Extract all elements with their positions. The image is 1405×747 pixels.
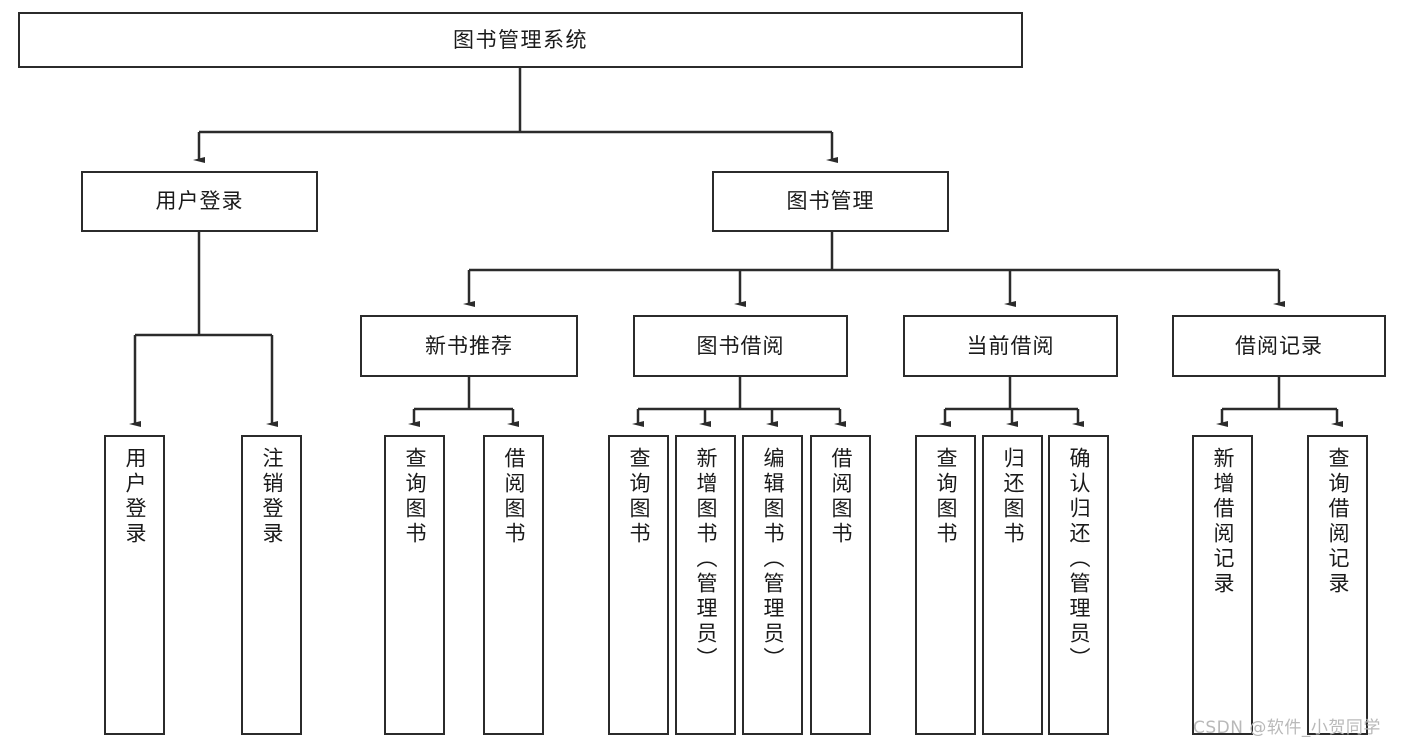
node-label: 图书管理系统: [453, 27, 588, 52]
node-label: 查询图书: [403, 447, 427, 547]
node-root-system[interactable]: 图书管理系统: [18, 12, 1023, 68]
leaf-current-confirm-return[interactable]: 确认归还（管理员）: [1048, 435, 1109, 735]
node-label: 用户登录: [155, 189, 244, 214]
node-label: 编辑图书（管理员）: [761, 447, 785, 672]
node-label: 新增图书（管理员）: [694, 447, 718, 672]
node-label: 新书推荐: [425, 333, 513, 358]
leaf-user-login-signin[interactable]: 用户登录: [104, 435, 165, 735]
node-label: 图书管理: [786, 189, 875, 214]
leaf-recommend-borrow-book[interactable]: 借阅图书: [483, 435, 544, 735]
leaf-current-return-book[interactable]: 归还图书: [982, 435, 1043, 735]
leaf-borrow-borrow-book[interactable]: 借阅图书: [810, 435, 871, 735]
node-label: 借阅记录: [1235, 333, 1323, 358]
node-current-borrow[interactable]: 当前借阅: [903, 315, 1118, 377]
node-label: 图书借阅: [696, 333, 785, 358]
leaf-record-query-record[interactable]: 查询借阅记录: [1307, 435, 1368, 735]
leaf-current-query-book[interactable]: 查询图书: [915, 435, 976, 735]
node-label: 查询图书: [627, 447, 651, 547]
node-user-login[interactable]: 用户登录: [81, 171, 318, 232]
node-label: 确认归还（管理员）: [1067, 447, 1091, 672]
node-label: 新增借阅记录: [1211, 447, 1235, 597]
node-label: 借阅图书: [502, 447, 526, 547]
leaf-user-login-signout[interactable]: 注销登录: [241, 435, 302, 735]
node-label: 查询图书: [934, 447, 958, 547]
node-label: 查询借阅记录: [1326, 447, 1350, 597]
node-label: 借阅图书: [829, 447, 853, 547]
leaf-recommend-query-book[interactable]: 查询图书: [384, 435, 445, 735]
node-borrow-record[interactable]: 借阅记录: [1172, 315, 1386, 377]
node-label: 归还图书: [1001, 447, 1025, 547]
node-label: 注销登录: [260, 447, 284, 547]
leaf-borrow-add-book[interactable]: 新增图书（管理员）: [675, 435, 736, 735]
node-new-book-recommend[interactable]: 新书推荐: [360, 315, 578, 377]
node-book-borrow[interactable]: 图书借阅: [633, 315, 848, 377]
node-label: 用户登录: [123, 447, 147, 547]
node-book-management[interactable]: 图书管理: [712, 171, 949, 232]
leaf-borrow-query-book[interactable]: 查询图书: [608, 435, 669, 735]
csdn-watermark: CSDN @软件_小贺同学: [1193, 718, 1381, 738]
node-label: 当前借阅: [966, 333, 1055, 358]
leaf-record-add-record[interactable]: 新增借阅记录: [1192, 435, 1253, 735]
leaf-borrow-edit-book[interactable]: 编辑图书（管理员）: [742, 435, 803, 735]
